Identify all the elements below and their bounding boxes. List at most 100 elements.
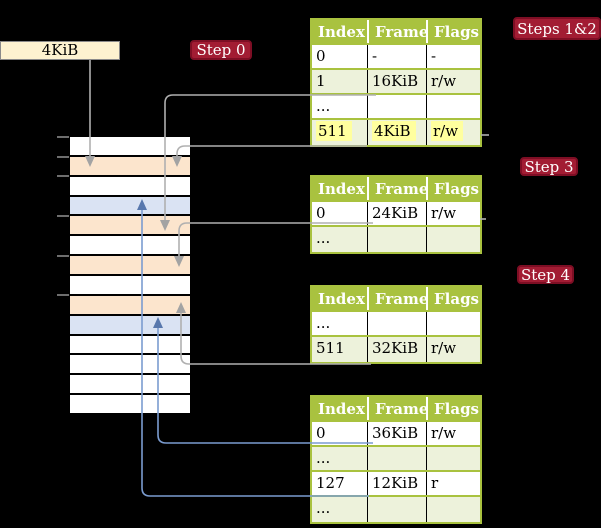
pt-final-level-row-2-cell-2: r: [426, 472, 480, 495]
pt-final-level-row-3-cell-0: ...: [312, 497, 367, 522]
memory-frame-2: [70, 176, 190, 195]
badge-step-4: Step 4: [517, 265, 574, 284]
column-header-frame: Frame: [367, 397, 428, 420]
pt-steps-1-and-2-row-0-cell-0: 0: [312, 45, 367, 68]
memory-frame-9: [70, 315, 190, 334]
cell-value: 32KiB: [372, 339, 419, 357]
memory-tick-marks: [57, 136, 69, 296]
memory-frame-11: [70, 355, 190, 374]
cell-value: 36KiB: [372, 424, 419, 442]
pt-steps-1-and-2-row-1: 1 16KiB r/w: [312, 70, 480, 95]
memory-frame-13: [70, 395, 190, 413]
column-header-index: Index: [318, 180, 365, 198]
pt-final-level-row-1-cell-2: [426, 447, 480, 470]
pt-step-3-row-1: ...: [312, 227, 480, 252]
cell-value: 127: [316, 474, 345, 492]
pt-final-level-row-0: 0 36KiB r/w: [312, 422, 480, 447]
cell-value: r/w: [431, 121, 464, 141]
badge-step-3: Step 3: [520, 157, 578, 176]
cell-value: ...: [316, 229, 331, 247]
pt-steps-1-and-2-row-1-cell-0: 1: [312, 70, 367, 93]
cell-value: -: [372, 47, 378, 65]
pt-steps-1-and-2-row-2-cell-1: [367, 95, 426, 118]
pt-steps-1-and-2-row-0-cell-1: -: [367, 45, 426, 68]
column-header-flags: Flags: [426, 177, 480, 200]
memory-frame-4: [70, 216, 190, 235]
cell-value: 16KiB: [372, 72, 419, 90]
pt-final-level-row-2-cell-1: 12KiB: [367, 472, 426, 495]
pt-step-3-row-0-cell-1: 24KiB: [367, 202, 426, 225]
pt-step-3-row-0-cell-0: 0: [312, 202, 367, 225]
pt-steps-1-and-2-row-2: ...: [312, 95, 480, 120]
pt-step-3-row-0: 0 24KiB r/w: [312, 202, 480, 227]
cell-value: ...: [316, 499, 331, 517]
cell-value: 12KiB: [372, 474, 419, 492]
column-header-index: Index: [318, 290, 365, 308]
memory-frame-0: [70, 137, 190, 155]
pt-step-4-row-1-cell-2: r/w: [426, 337, 480, 362]
column-header-index: Index: [318, 400, 365, 418]
cell-value: 0: [316, 424, 326, 442]
memory-frame-5: [70, 236, 190, 255]
pt-step-3-row-1-cell-2: [426, 227, 480, 252]
memory-frame-10: [70, 335, 190, 354]
pt-final-level-row-0-cell-2: r/w: [426, 422, 480, 445]
column-header-index: Index: [318, 23, 365, 41]
pt-steps-1-and-2-row-2-cell-2: [426, 95, 480, 118]
memory-frame-12: [70, 375, 190, 394]
cell-value: r/w: [431, 339, 457, 357]
pt-step-4-row-1-cell-1: 32KiB: [367, 337, 426, 362]
memory-frame-1: [70, 156, 190, 175]
badge-step-0: Step 0: [190, 40, 252, 60]
pt-step-4-row-0-cell-0: ...: [312, 312, 367, 335]
memory-frame-6: [70, 256, 190, 274]
cell-value: ...: [316, 314, 331, 332]
pt-final-level-row-2: 127 12KiB r: [312, 472, 480, 497]
cell-value: r/w: [431, 204, 457, 222]
pt-final-level-row-3-cell-1: [367, 497, 426, 522]
memory-stack: [70, 137, 190, 413]
pt-step-3-row-0-cell-2: r/w: [426, 202, 480, 225]
cell-value: r: [431, 474, 439, 492]
cell-value: ...: [316, 97, 331, 115]
cell-value: 4KiB: [372, 121, 416, 141]
memory-frame-8: [70, 295, 190, 314]
badge-steps-1-and-2-label: Steps 1&2: [517, 19, 597, 38]
column-header-flags: Flags: [426, 20, 480, 43]
pt-step-4-row-0: ...: [312, 312, 480, 337]
pt-final-level-row-2-cell-0: 127: [312, 472, 367, 495]
cell-value: r/w: [431, 72, 457, 90]
pt-step-4-row-0-cell-1: [367, 312, 426, 335]
badge-step-3-label: Step 3: [524, 157, 574, 176]
cell-value: 24KiB: [372, 204, 419, 222]
pt-final-level-row-3-cell-2: [426, 497, 480, 522]
pt-final-level-row-1: ...: [312, 447, 480, 472]
pt-steps-1-and-2-row-1-cell-2: r/w: [426, 70, 480, 93]
cell-value: 0: [316, 204, 326, 222]
memory-frame-3: [70, 196, 190, 215]
root-pointer-label: 4KiB: [41, 41, 79, 59]
pt-final-level-row-0-cell-0: 0: [312, 422, 367, 445]
pt-final-level-row-1-cell-0: ...: [312, 447, 367, 470]
pt-final-level-row-1-cell-1: [367, 447, 426, 470]
column-header-frame: Frame: [367, 20, 428, 43]
pt-step-4-row-1-cell-0: 511: [312, 337, 367, 362]
column-header-flags: Flags: [426, 397, 480, 420]
badge-step-4-label: Step 4: [520, 265, 571, 284]
cell-value: ...: [316, 449, 331, 467]
badge-step-0-label: Step 0: [196, 41, 246, 59]
pt-final-level-row-0-cell-1: 36KiB: [367, 422, 426, 445]
pt-steps-1-and-2-row-1-cell-1: 16KiB: [367, 70, 426, 93]
pt-steps-1-and-2-row-0: 0--: [312, 45, 480, 70]
arrow-entry511-to-frame-4kib: [176, 145, 367, 156]
pt-step-4-row-1: 511 32KiB r/w: [312, 337, 480, 362]
pt-final-level-row-3: ...: [312, 497, 480, 522]
cell-value: -: [431, 47, 437, 65]
